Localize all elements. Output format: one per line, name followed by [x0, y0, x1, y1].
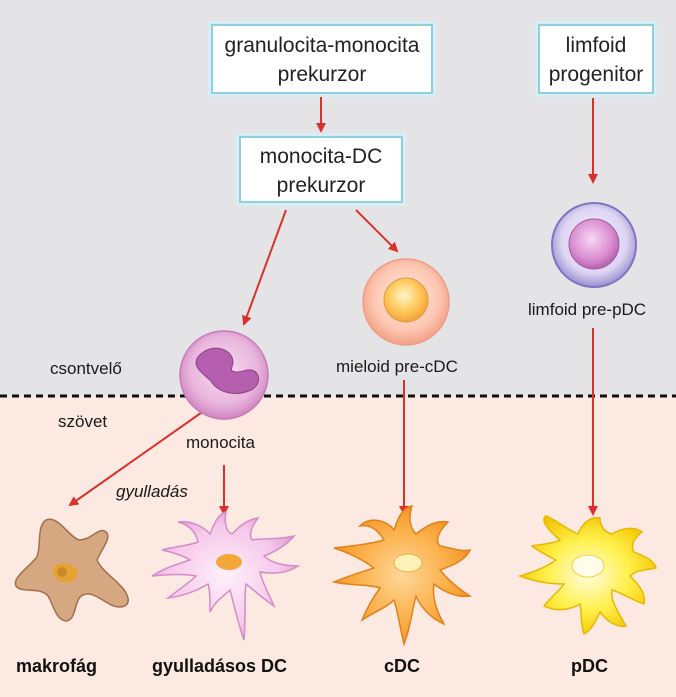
cdc-cell — [331, 505, 473, 647]
mono-dc-precursor-line1: monocita-DC — [259, 145, 383, 168]
gm-precursor-line2: prekurzor — [277, 63, 367, 86]
myeloid-pre-cdc-label: mieloid pre-cDC — [336, 357, 458, 376]
inflammation-label: gyulladás — [116, 482, 188, 501]
pre-pdc-cell — [551, 202, 637, 288]
inflammatory-dc-label: gyulladásos DC — [152, 656, 288, 676]
mono-dc-precursor-box: monocita-DC prekurzor — [239, 136, 403, 203]
bone-marrow-label: csontvelő — [50, 359, 122, 378]
inflammatory-dc-cell — [151, 510, 301, 641]
lymphoid-pre-pdc-label: limfoid pre-pDC — [528, 300, 647, 319]
pdc-label: pDC — [571, 656, 608, 676]
gm-precursor-line1: granulocita-monocita — [224, 34, 420, 57]
cdc-label: cDC — [384, 656, 421, 676]
gm-precursor-box: granulocita-monocita prekurzor — [211, 24, 433, 94]
lymphoid-progenitor-box: limfoid progenitor — [538, 24, 654, 94]
arrow-monocyte-to-macrophage — [68, 407, 209, 507]
arrows — [68, 96, 598, 516]
tissue-label: szövet — [58, 412, 108, 431]
arrow-monodc-to-monocyte — [242, 209, 287, 326]
mono-dc-precursor-line2: prekurzor — [276, 174, 366, 197]
monocyte-nucleus — [195, 347, 259, 394]
arrow-monodc-to-precdc — [355, 209, 399, 253]
monocyte-label: monocita — [186, 433, 255, 452]
lymphoid-progenitor-line1: limfoid — [565, 34, 627, 57]
lymphoid-progenitor-line2: progenitor — [548, 63, 644, 86]
macrophage-cell — [14, 518, 129, 622]
monocyte-cell — [179, 330, 269, 420]
pre-cdc-cell — [362, 258, 450, 346]
pdc-cell — [517, 515, 657, 636]
macrophage-label: makrofág — [16, 656, 98, 676]
